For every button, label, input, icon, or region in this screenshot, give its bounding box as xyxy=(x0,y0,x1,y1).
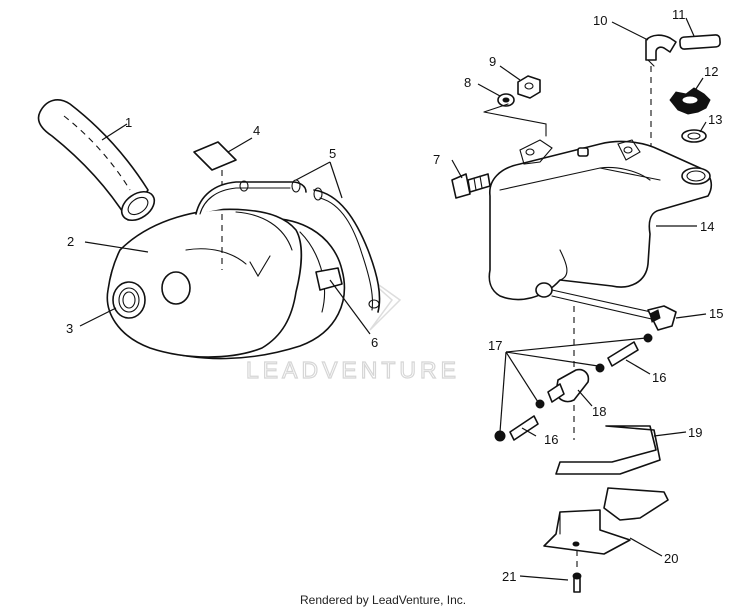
part-12-cap xyxy=(669,87,711,115)
leader-lines xyxy=(79,17,707,581)
part-19-bracket xyxy=(555,425,661,475)
callout-17: 17 xyxy=(488,338,502,353)
callout-8: 8 xyxy=(464,75,471,90)
callout-2: 2 xyxy=(67,234,74,249)
callout-3: 3 xyxy=(66,321,73,336)
part-20-plate xyxy=(543,487,669,555)
callout-11: 11 xyxy=(672,7,686,22)
part-6-clip xyxy=(315,267,343,291)
part-2-reservoir xyxy=(106,208,346,360)
callout-9: 9 xyxy=(489,54,496,69)
callout-16-lower: 16 xyxy=(544,432,558,447)
callout-13: 13 xyxy=(708,112,722,127)
part-15-fitting xyxy=(647,305,677,331)
callout-4: 4 xyxy=(253,123,260,138)
part-10-elbow xyxy=(645,34,677,160)
part-13-gasket xyxy=(681,129,707,143)
part-8-washer xyxy=(497,93,515,107)
part-9-nut xyxy=(517,75,541,99)
part-7-bolt xyxy=(451,173,491,199)
callout-10: 10 xyxy=(593,13,607,28)
assembly-line-9 xyxy=(483,111,547,137)
part-18-filter xyxy=(547,368,590,403)
callout-16-upper: 16 xyxy=(652,370,666,385)
part-21-screw xyxy=(572,550,582,593)
callout-1: 1 xyxy=(125,115,132,130)
callout-20: 20 xyxy=(664,551,678,566)
callout-15: 15 xyxy=(709,306,723,321)
footer-credit: Rendered by LeadVenture, Inc. xyxy=(300,593,466,607)
callout-12: 12 xyxy=(704,64,718,79)
callout-21: 21 xyxy=(502,569,516,584)
assembly-line-8 xyxy=(483,103,509,113)
callout-14: 14 xyxy=(700,219,714,234)
callout-19: 19 xyxy=(688,425,702,440)
callout-7: 7 xyxy=(433,152,440,167)
callout-18: 18 xyxy=(592,404,606,419)
part-5-hoses xyxy=(195,179,381,313)
callout-6: 6 xyxy=(371,335,378,350)
part-1-hose xyxy=(37,99,156,222)
part-11-hose xyxy=(679,34,721,50)
watermark-text: LEADVENTURE xyxy=(246,357,460,383)
part-16-fuel-line xyxy=(509,341,639,441)
watermark-logo: LEADVENTURE xyxy=(245,269,460,384)
callout-5: 5 xyxy=(329,146,336,161)
part-3-fitting xyxy=(112,281,146,319)
callout-labels: 1 2 3 4 5 6 7 8 9 10 11 12 13 14 15 16 1… xyxy=(66,7,723,584)
part-14-tank xyxy=(488,139,713,440)
